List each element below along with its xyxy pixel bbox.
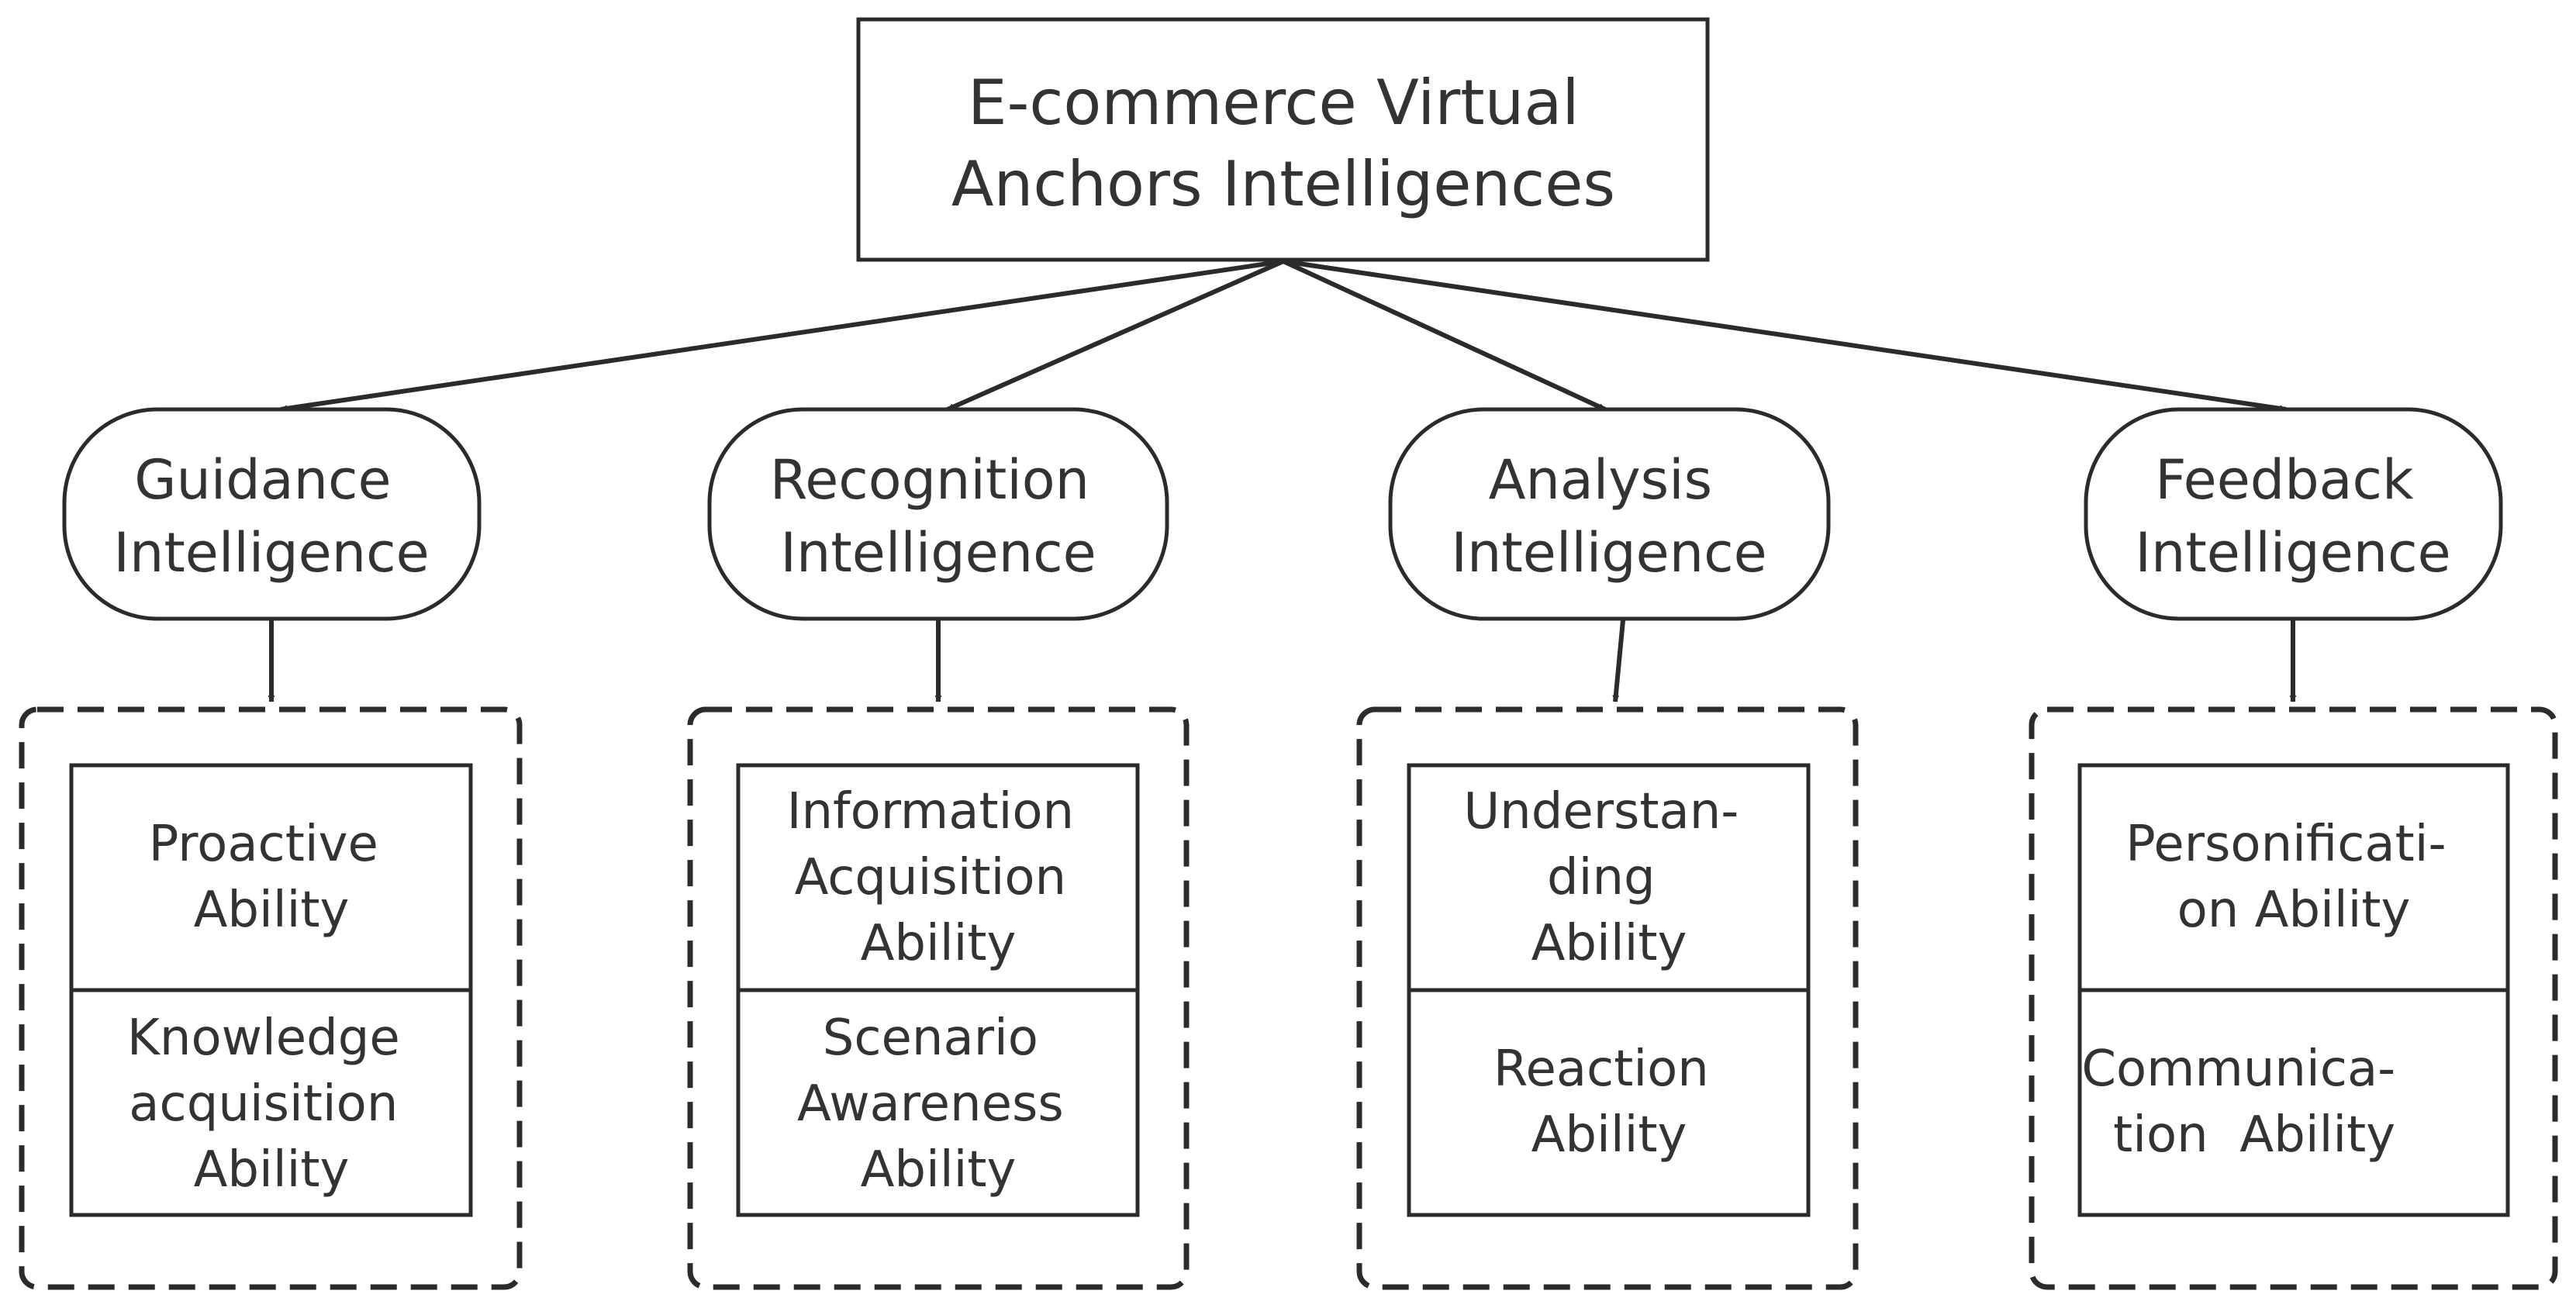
ability-label-line: Proactive: [149, 816, 378, 873]
arrow-to-recognition: [946, 259, 1285, 412]
ability-group-box: [2029, 706, 2558, 1290]
category-node-analysis: [1388, 407, 1831, 621]
ability-label: Information Acquisition Ability: [787, 783, 1090, 972]
ability-label-line: Understan-: [1463, 783, 1739, 840]
ability-label-line: Awareness: [797, 1075, 1064, 1133]
ability-label-line: Ability: [1531, 915, 1687, 972]
arrow-to-guidance: [280, 259, 1284, 412]
ability-label: Communica- tion Ability: [2081, 1041, 2395, 1164]
ability-label-line: on Ability: [2177, 882, 2411, 939]
root-connectors: [280, 259, 2287, 412]
category-column-feedback: Feedback Intelligence Personificati- on …: [2029, 407, 2558, 1290]
category-label-line: Analysis: [1489, 448, 1712, 512]
ability-label-line: tion Ability: [2113, 1106, 2395, 1164]
ability-label-line: Knowledge: [127, 1009, 400, 1067]
ability-label: Understan- ding Ability: [1463, 783, 1754, 972]
category-column-recognition: Recognition Intelligence Information Acq…: [687, 407, 1190, 1290]
category-column-guidance: Guidance Intelligence Proactive Ability …: [19, 407, 523, 1290]
ability-label: Personificati- on Ability: [2125, 816, 2462, 939]
ability-label: Reaction Ability: [1493, 1041, 1725, 1164]
root-node: E-commerce Virtual Anchors Intelligences: [856, 17, 1710, 262]
ability-group-box: [19, 706, 523, 1290]
category-label-line: Feedback: [2155, 448, 2414, 512]
arrow-analysis-to-abilities: [1612, 619, 1625, 702]
category-label: Guidance Intelligence: [113, 448, 429, 585]
arrow-to-analysis: [1282, 259, 1607, 412]
category-label-line: Intelligence: [780, 521, 1096, 585]
ability-label-line: Reaction: [1493, 1041, 1709, 1098]
category-node-recognition: [707, 407, 1169, 621]
ability-label: Proactive Ability: [149, 816, 394, 939]
ability-label: Knowledge acquisition Ability: [127, 1009, 416, 1199]
category-label-line: Recognition: [770, 448, 1089, 512]
ability-group-box: [1356, 706, 1859, 1290]
category-column-analysis: Analysis Intelligence Understan- ding Ab…: [1356, 407, 1859, 1290]
ability-label-line: ding: [1547, 849, 1656, 906]
category-node-guidance: [62, 407, 482, 621]
ability-label-line: Ability: [194, 1141, 350, 1199]
ability-label-line: Ability: [861, 1141, 1017, 1199]
ability-label: Scenario Awareness Ability: [797, 1009, 1079, 1199]
ability-group-box: [687, 706, 1190, 1290]
category-label-line: Intelligence: [113, 521, 429, 585]
category-label-line: Intelligence: [2135, 521, 2450, 585]
ability-label-line: Ability: [194, 882, 350, 939]
category-label: Recognition Intelligence: [770, 448, 1107, 585]
root-title-line: E-commerce Virtual: [968, 67, 1580, 139]
root-title: E-commerce Virtual Anchors Intelligences: [951, 67, 1615, 220]
category-label: Analysis Intelligence: [1451, 448, 1766, 585]
ability-label-line: Scenario: [823, 1009, 1038, 1067]
category-label: Feedback Intelligence: [2135, 448, 2450, 585]
root-title-line: Anchors Intelligences: [951, 148, 1615, 220]
category-node-feedback: [2084, 407, 2503, 621]
category-label-line: Guidance: [134, 448, 391, 512]
ability-label-line: Personificati-: [2125, 816, 2447, 873]
ability-label-line: acquisition: [129, 1075, 398, 1133]
ability-label-line: Information: [787, 783, 1074, 840]
ability-label-line: Ability: [861, 915, 1017, 972]
root-box: [856, 17, 1710, 262]
ability-label-line: Communica-: [2081, 1041, 2395, 1098]
ability-label-line: Acquisition: [795, 849, 1067, 906]
category-label-line: Intelligence: [1451, 521, 1766, 585]
arrow-to-feedback: [1283, 259, 2287, 412]
ability-label-line: Ability: [1531, 1106, 1687, 1164]
